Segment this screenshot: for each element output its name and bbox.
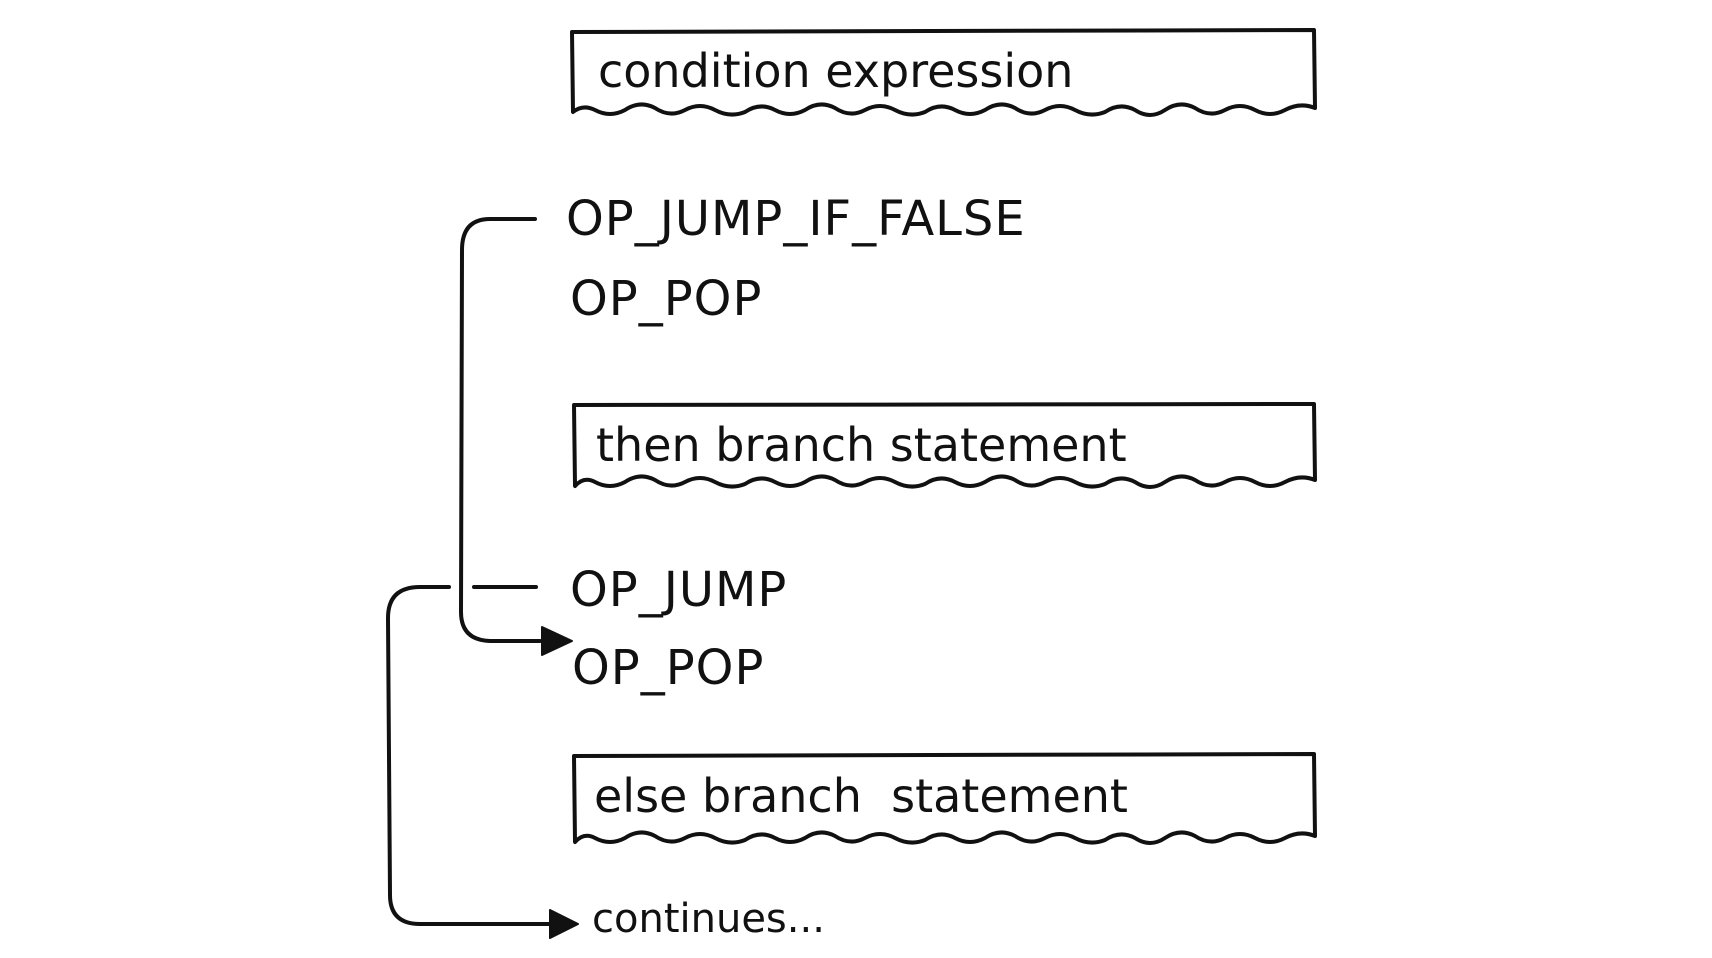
then-branch-label: then branch statement: [596, 418, 1127, 472]
op-pop-else-label: OP_POP: [572, 640, 764, 696]
jump-arrow: [386, 585, 579, 939]
jump-if-false-arrowhead: [541, 626, 573, 656]
else-branch-block: else branch statement: [572, 752, 1317, 845]
jump-line: [386, 585, 552, 926]
jump-if-false-arrow: [459, 217, 573, 656]
then-branch-block: then branch statement: [572, 402, 1317, 489]
jump-if-false-line: [459, 217, 542, 643]
op-jump-if-false-label: OP_JUMP_IF_FALSE: [566, 191, 1026, 247]
condition-expression-box: [570, 28, 1317, 117]
condition-expression-block: condition expression: [570, 28, 1317, 117]
op-pop-condition-label: OP_POP: [570, 271, 762, 327]
continues-label: continues...: [592, 896, 825, 942]
jump-arrowhead: [549, 909, 579, 939]
then-branch-box: [572, 402, 1317, 489]
else-branch-label: else branch statement: [594, 769, 1128, 823]
condition-expression-label: condition expression: [598, 44, 1073, 98]
op-jump-label: OP_JUMP: [570, 562, 787, 618]
else-branch-box: [572, 752, 1317, 845]
